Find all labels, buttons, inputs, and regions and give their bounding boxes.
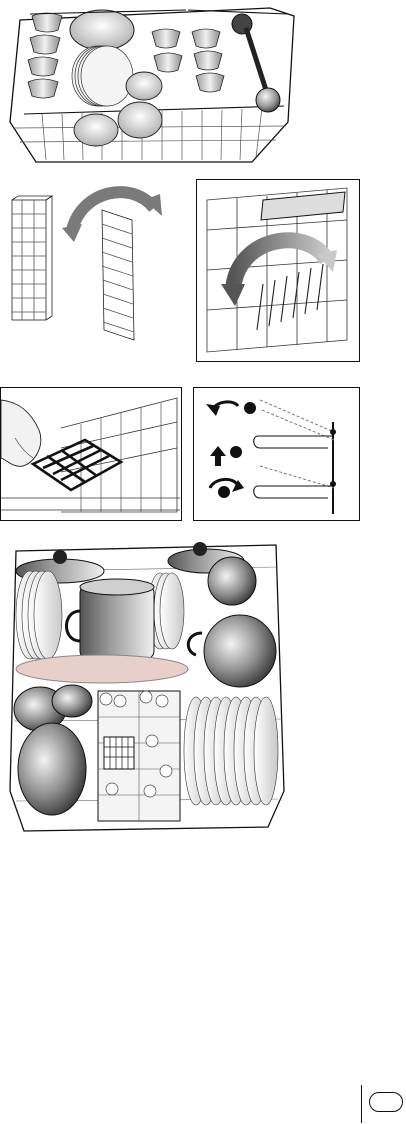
upper-basket-drawing bbox=[2, 2, 298, 164]
lower-basket-figure bbox=[6, 541, 286, 834]
language-badge bbox=[369, 1092, 403, 1112]
step-rotate-back bbox=[206, 400, 334, 440]
folded-cup-rack bbox=[12, 196, 52, 320]
hand-insert-figure bbox=[0, 387, 182, 521]
ladle bbox=[232, 14, 280, 112]
rotation-arrow bbox=[62, 192, 162, 242]
page-margin-rule bbox=[361, 1085, 362, 1123]
unfolded-cup-rack bbox=[102, 210, 134, 340]
hand bbox=[1, 400, 41, 466]
plate-stack bbox=[72, 46, 133, 106]
wire-insert bbox=[33, 440, 121, 490]
cooking-pot bbox=[67, 579, 155, 659]
cup-rack-rotation-figure bbox=[2, 170, 174, 348]
rack-rotation-detail-figure bbox=[196, 179, 360, 362]
upper-basket-figure bbox=[2, 2, 298, 164]
cutlery-basket bbox=[98, 691, 180, 821]
bowl-stack bbox=[14, 685, 92, 815]
cup-stack-left bbox=[28, 13, 62, 98]
cup-stack-right bbox=[192, 29, 224, 92]
plate-rack-lower bbox=[184, 697, 278, 805]
height-adjust-figure bbox=[193, 387, 360, 521]
